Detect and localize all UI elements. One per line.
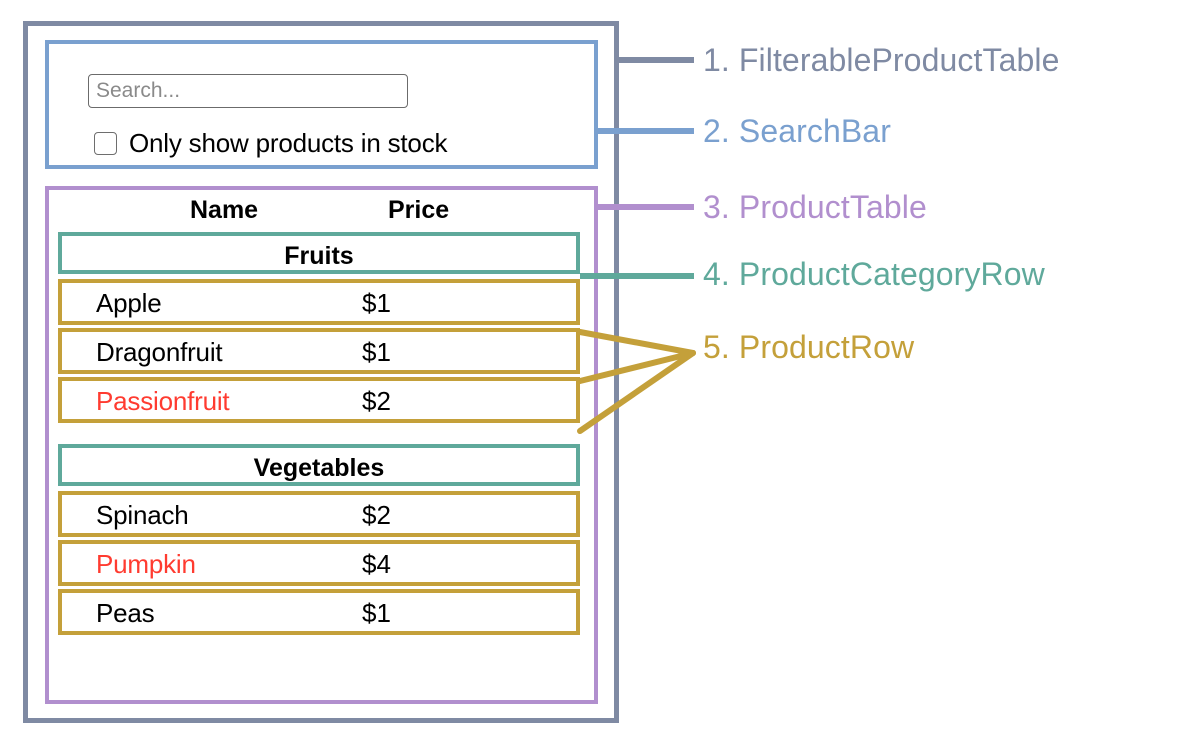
product-name: Spinach	[96, 500, 189, 530]
product-table-header-row: Name Price	[58, 190, 580, 232]
product-price: $1	[362, 337, 391, 367]
product-row: Spinach $2	[58, 491, 580, 537]
product-name: Apple	[96, 288, 162, 318]
product-row: Dragonfruit $1	[58, 328, 580, 374]
product-price: $1	[362, 288, 391, 318]
category-label: Fruits	[284, 242, 354, 270]
in-stock-checkbox-label: Only show products in stock	[129, 127, 448, 158]
product-name-out-of-stock: Passionfruit	[96, 386, 230, 416]
product-row: Peas $1	[58, 589, 580, 635]
product-price: $2	[362, 386, 391, 416]
legend-item-product-row: 5. ProductRow	[703, 329, 915, 365]
product-name: Dragonfruit	[96, 337, 223, 367]
column-header-name: Name	[190, 196, 259, 224]
legend-item-search-bar: 2. SearchBar	[703, 113, 891, 149]
category-label: Vegetables	[253, 454, 385, 482]
product-category-row: Vegetables	[58, 444, 580, 486]
product-price: $4	[362, 549, 391, 579]
legend-item-filterable-product-table: 1. FilterableProductTable	[703, 42, 1060, 78]
product-price: $1	[362, 598, 391, 628]
product-row: Apple $1	[58, 279, 580, 325]
product-name-out-of-stock: Pumpkin	[96, 549, 196, 579]
product-category-row: Fruits	[58, 232, 580, 274]
search-input[interactable]	[88, 74, 408, 108]
product-price: $2	[362, 500, 391, 530]
category-spacer	[58, 426, 584, 444]
in-stock-checkbox-row[interactable]: Only show products in stock	[94, 127, 447, 159]
product-table-body: Name Price Fruits Apple $1 Dragonfruit $…	[58, 190, 584, 638]
product-row: Pumpkin $4	[58, 540, 580, 586]
legend-item-product-table: 3. ProductTable	[703, 189, 927, 225]
product-name: Peas	[96, 598, 155, 628]
legend-item-product-category-row: 4. ProductCategoryRow	[703, 256, 1045, 292]
column-header-price: Price	[388, 196, 450, 224]
in-stock-checkbox[interactable]	[94, 131, 117, 155]
product-row: Passionfruit $2	[58, 377, 580, 423]
